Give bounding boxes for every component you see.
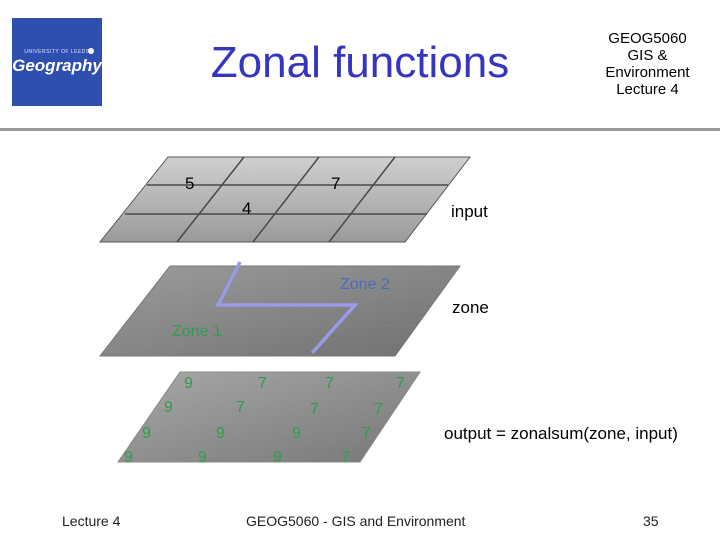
output-layer xyxy=(117,371,421,463)
zone-layer-gridlines xyxy=(124,265,438,357)
output-cell: 7 xyxy=(341,449,350,466)
input-value-7: 7 xyxy=(331,174,340,193)
zone-label: zone xyxy=(452,298,489,317)
footer-course: GEOG5060 - GIS and Environment xyxy=(246,513,466,529)
output-cell: 7 xyxy=(258,375,267,392)
zone-layer-plane xyxy=(98,265,461,357)
input-layer-plane xyxy=(98,156,472,243)
input-label: input xyxy=(451,202,488,221)
input-layer-gridlines xyxy=(125,156,448,243)
output-cell: 7 xyxy=(374,401,383,418)
input-layer xyxy=(98,156,472,243)
output-cell: 7 xyxy=(310,401,319,418)
output-cell: 7 xyxy=(236,399,245,416)
output-cell: 9 xyxy=(184,375,193,392)
output-cell: 9 xyxy=(216,425,225,442)
slide-title: Zonal functions xyxy=(210,38,510,87)
output-label: output = zonalsum(zone, input) xyxy=(444,424,678,443)
footer-lecture: Lecture 4 xyxy=(62,513,121,529)
output-cell: 9 xyxy=(124,449,133,466)
zone-boundary xyxy=(215,261,359,355)
zone-2-label: Zone 2 xyxy=(340,276,390,293)
logo-dot xyxy=(88,48,94,54)
output-cell-values: 9 7 7 7 9 7 7 7 9 9 9 7 9 9 9 7 xyxy=(124,375,405,466)
output-cell: 9 xyxy=(164,399,173,416)
university-logo: UNIVERSITY OF LEEDS Geography xyxy=(12,18,102,106)
output-cell: 7 xyxy=(325,375,334,392)
output-cell: 7 xyxy=(396,375,405,392)
zone-layer xyxy=(98,261,461,357)
page-number: 35 xyxy=(643,513,659,529)
output-layer-plane xyxy=(117,371,421,463)
output-cell: 7 xyxy=(362,425,371,442)
output-cell: 9 xyxy=(142,425,151,442)
output-cell: 9 xyxy=(198,449,207,466)
logo-university-text: UNIVERSITY OF LEEDS xyxy=(24,48,90,55)
logo-brand-text: Geography xyxy=(12,55,102,75)
input-value-4: 4 xyxy=(242,199,251,218)
output-cell: 9 xyxy=(273,449,282,466)
zone-1-label: Zone 1 xyxy=(172,323,222,340)
output-cell: 9 xyxy=(292,425,301,442)
header-divider xyxy=(0,128,720,131)
input-value-5: 5 xyxy=(185,174,194,193)
course-info: GEOG5060 GIS & Environment Lecture 4 xyxy=(605,30,690,98)
